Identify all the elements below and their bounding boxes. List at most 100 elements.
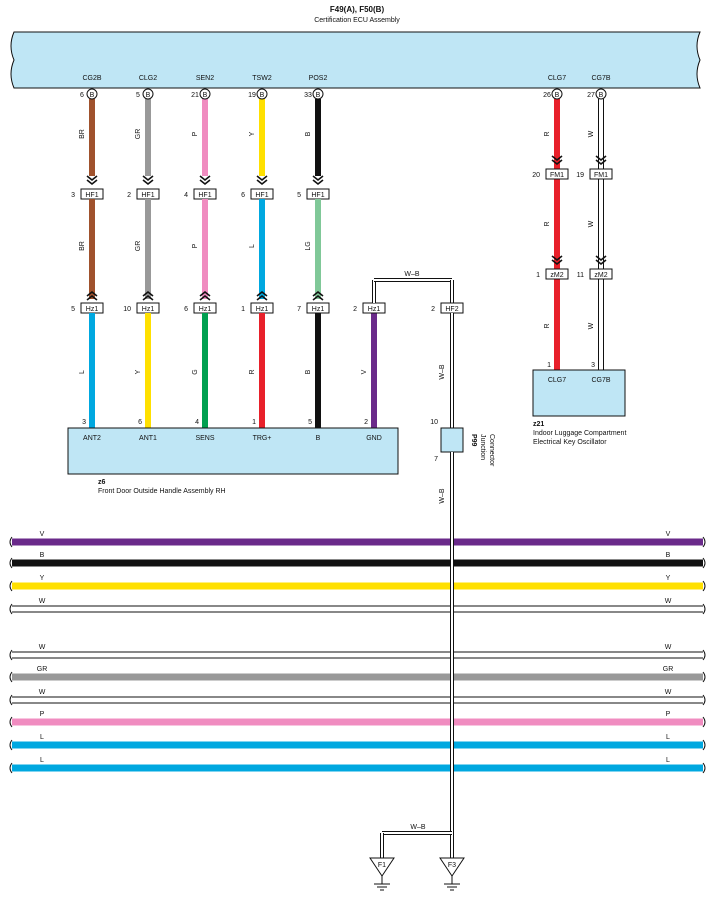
bus-label-left-6: W xyxy=(39,689,46,696)
z21-name-1: Indoor Luggage Compartment xyxy=(533,430,626,437)
ecu-pin-num-4: 33 xyxy=(304,92,312,99)
z21-pin-label-1: CG7B xyxy=(591,377,610,384)
bus-break-right-6 xyxy=(702,694,706,706)
hf1-pin-0: 3 xyxy=(71,192,75,199)
bus-break-left-9 xyxy=(9,762,13,774)
ecu-pin-label-0: CG2B xyxy=(82,75,101,82)
wire-lower-label-0: L xyxy=(79,370,86,374)
bus-break-left-6 xyxy=(9,694,13,706)
hz1-conn-gnd: Hz1 xyxy=(368,306,381,313)
bus-label-left-5: GR xyxy=(37,666,48,673)
bus-label-right-1: B xyxy=(666,552,671,559)
hz1-pin-2: 6 xyxy=(184,306,188,313)
bus-label-left-3: W xyxy=(39,598,46,605)
wire-mid-label-3: L xyxy=(249,244,256,248)
hz1-chevron-3 xyxy=(256,290,268,297)
hz1-conn-3: Hz1 xyxy=(256,306,269,313)
hf2-pin: 2 xyxy=(431,306,435,313)
hf1-conn-3: HF1 xyxy=(255,192,268,199)
bus-break-right-0 xyxy=(702,536,706,548)
zm2-conn-1-box xyxy=(589,268,613,280)
ecu-box xyxy=(10,31,701,89)
z21-name-2: Electrical Key Oscillator xyxy=(533,439,607,446)
ground-label-1: F3 xyxy=(448,862,456,869)
wire-mid-label-1: GR xyxy=(135,241,142,252)
ecu-pin-conn-3-circle xyxy=(256,88,268,100)
hz1-chevron-2 xyxy=(199,294,211,301)
ground-triangle-0 xyxy=(369,857,395,877)
hf1-pin-4: 5 xyxy=(297,192,301,199)
bus-label-right-5: GR xyxy=(663,666,674,673)
ecu-pin-num-2: 21 xyxy=(191,92,199,99)
zm2-chevron-0 xyxy=(551,259,563,266)
z6-pin-2: 4 xyxy=(195,419,199,426)
ecu-pin-conn-5: B xyxy=(555,92,560,99)
hf1-chevron-0 xyxy=(86,175,98,182)
hf1-conn-2: HF1 xyxy=(198,192,211,199)
hz1-pin-0: 5 xyxy=(71,306,75,313)
right-wire-label-c-1: W xyxy=(588,322,595,329)
wire-gnd-label: V xyxy=(361,369,368,374)
bus-break-right-8 xyxy=(702,739,706,751)
bus-label-right-8: L xyxy=(666,734,670,741)
ecu-pin-conn-0-circle xyxy=(86,88,98,100)
ecu-pin-conn-0: B xyxy=(90,92,95,99)
bus-break-left-3 xyxy=(9,603,13,615)
bus-break-right-2 xyxy=(702,580,706,592)
wb-label-bottom: W–B xyxy=(410,824,426,831)
z6-pin-label-1: ANT1 xyxy=(139,435,157,442)
ecu-pin-num-1: 5 xyxy=(136,92,140,99)
hf1-chevron-1 xyxy=(142,175,154,182)
ground-label-0: F1 xyxy=(378,862,386,869)
bus-break-left-7 xyxy=(9,716,13,728)
junction-pin-bottom: 7 xyxy=(434,456,438,463)
hz1-chevron-1 xyxy=(142,294,154,301)
ecu-pin-conn-6-circle xyxy=(595,88,607,100)
fm1-chevron-0 xyxy=(551,159,563,166)
hz1-pin-4: 7 xyxy=(297,306,301,313)
hz1-conn-2: Hz1 xyxy=(199,306,212,313)
fm1-chevron-1 xyxy=(595,155,607,162)
wire-mid-label-0: BR xyxy=(79,241,86,251)
zm2-conn-0-box xyxy=(545,268,569,280)
z6-pin-label-2: SENS xyxy=(195,435,214,442)
hz1-chevron-2 xyxy=(199,290,211,297)
hf1-chevron-3 xyxy=(256,175,268,182)
fm1-conn-0: FM1 xyxy=(550,172,564,179)
junction-line1: Junction xyxy=(479,434,486,460)
right-wire-label-b-0: R xyxy=(544,221,551,226)
wire-mid-label-2: P xyxy=(192,243,199,248)
ecu-pin-num-5: 26 xyxy=(543,92,551,99)
hz1-conn-4: Hz1 xyxy=(312,306,325,313)
fm1-conn-1: FM1 xyxy=(594,172,608,179)
ecu-pin-conn-2: B xyxy=(203,92,208,99)
bus-break-right-3 xyxy=(702,603,706,615)
hz1-pin-1: 10 xyxy=(123,306,131,313)
zm2-chevron-0 xyxy=(551,255,563,262)
hf1-pin-2: 4 xyxy=(184,192,188,199)
z6-pin-gnd: 2 xyxy=(364,419,368,426)
bus-break-right-5 xyxy=(702,671,706,683)
ecu-pin-num-3: 19 xyxy=(248,92,256,99)
z6-pin-1: 6 xyxy=(138,419,142,426)
bus-label-right-4: W xyxy=(665,644,672,651)
bus-break-right-1 xyxy=(702,557,706,569)
bus-label-right-0: V xyxy=(666,531,671,538)
fm1-pin-0: 20 xyxy=(532,172,540,179)
zm2-pin-1: 11 xyxy=(577,272,584,279)
ecu-pin-label-4: POS2 xyxy=(309,75,328,82)
wire-upper-label-3: Y xyxy=(249,131,256,136)
hf1-conn-1: HF1 xyxy=(141,192,154,199)
ecu-pin-conn-2-circle xyxy=(199,88,211,100)
hf1-chevron-4 xyxy=(312,175,324,182)
hz1-chevron-3 xyxy=(256,294,268,301)
z6-name: Front Door Outside Handle Assembly RH xyxy=(98,488,226,495)
z6-box xyxy=(67,427,399,475)
hf1-chevron-2 xyxy=(199,175,211,182)
wire-lower-label-1: Y xyxy=(135,369,142,374)
hf1-chevron-1 xyxy=(142,179,154,186)
bus-label-left-0: V xyxy=(40,531,45,538)
z6-pin-label-gnd: GND xyxy=(366,435,382,442)
hz1-chevron-1 xyxy=(142,290,154,297)
ecu-pin-conn-4: B xyxy=(316,92,321,99)
